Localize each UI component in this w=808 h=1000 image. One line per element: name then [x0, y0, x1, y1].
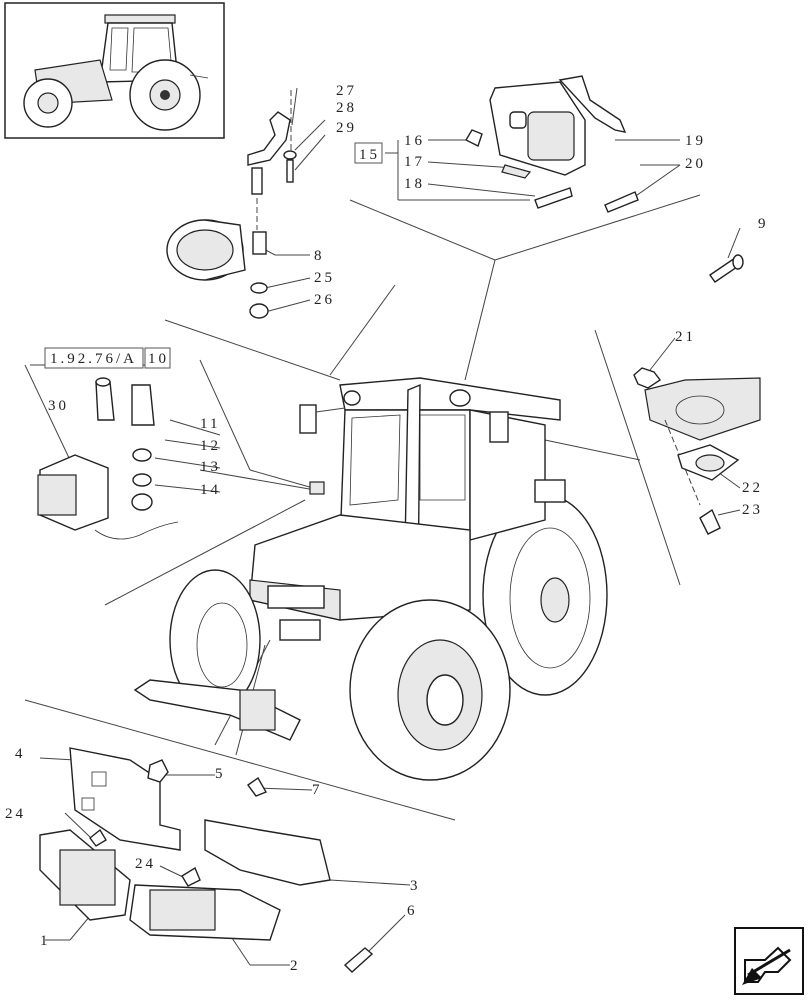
- callout-13: 13: [200, 459, 221, 475]
- callout-4: 4: [15, 746, 26, 762]
- next-page-arrow-icon[interactable]: [734, 927, 804, 995]
- callout-27: 27: [336, 83, 357, 99]
- callout-18: 18: [404, 176, 425, 192]
- callout-7: 7: [312, 782, 323, 798]
- callout-26: 26: [314, 292, 335, 308]
- callout-9: 9: [758, 216, 769, 232]
- work-lamp-assembly: [166, 90, 297, 319]
- callout-15: 15: [359, 147, 380, 163]
- callout-11: 11: [200, 416, 220, 432]
- callout-16: 16: [404, 133, 425, 149]
- front-light-panels: [39, 747, 374, 973]
- roof-light-assembly: [465, 75, 639, 213]
- main-tractor: [133, 377, 608, 781]
- rear-wheel-near: [349, 599, 511, 781]
- callout-25: 25: [314, 270, 335, 286]
- callout-28: 28: [336, 100, 357, 116]
- callout-22: 22: [742, 480, 763, 496]
- callout-box-15: [354, 142, 383, 164]
- thumbnail-frame: [4, 2, 225, 139]
- callout-17: 17: [404, 154, 425, 170]
- tractor-thumbnail: [23, 14, 209, 131]
- front-wheel: [169, 569, 261, 711]
- callout-labels: 27 28 29 8 25 26 15 16 17 18 19 20 9 21 …: [5, 83, 769, 974]
- rear-wheel: [482, 494, 608, 696]
- callout-14: 14: [200, 482, 221, 498]
- beacon-mount-assembly: [633, 367, 761, 535]
- callout-24-right: 24: [135, 856, 156, 872]
- reference-code: 1.92.76/A: [50, 351, 137, 367]
- callout-6: 6: [407, 903, 418, 919]
- callout-21: 21: [675, 329, 696, 345]
- callout-10: 10: [148, 351, 169, 367]
- callout-23: 23: [742, 502, 763, 518]
- leader-lines: [24, 87, 741, 966]
- callout-3: 3: [410, 878, 421, 894]
- bolt-9: [709, 254, 744, 283]
- callout-1: 1: [40, 933, 51, 949]
- callout-20: 20: [685, 156, 706, 172]
- callout-5: 5: [215, 766, 226, 782]
- callout-30: 30: [48, 398, 69, 414]
- callout-2: 2: [290, 958, 301, 974]
- side-light-assembly: [37, 347, 179, 540]
- callout-29: 29: [336, 120, 357, 136]
- callout-12: 12: [200, 438, 221, 454]
- callout-19: 19: [685, 133, 706, 149]
- callout-24-left: 24: [5, 806, 26, 822]
- callout-8: 8: [314, 248, 325, 264]
